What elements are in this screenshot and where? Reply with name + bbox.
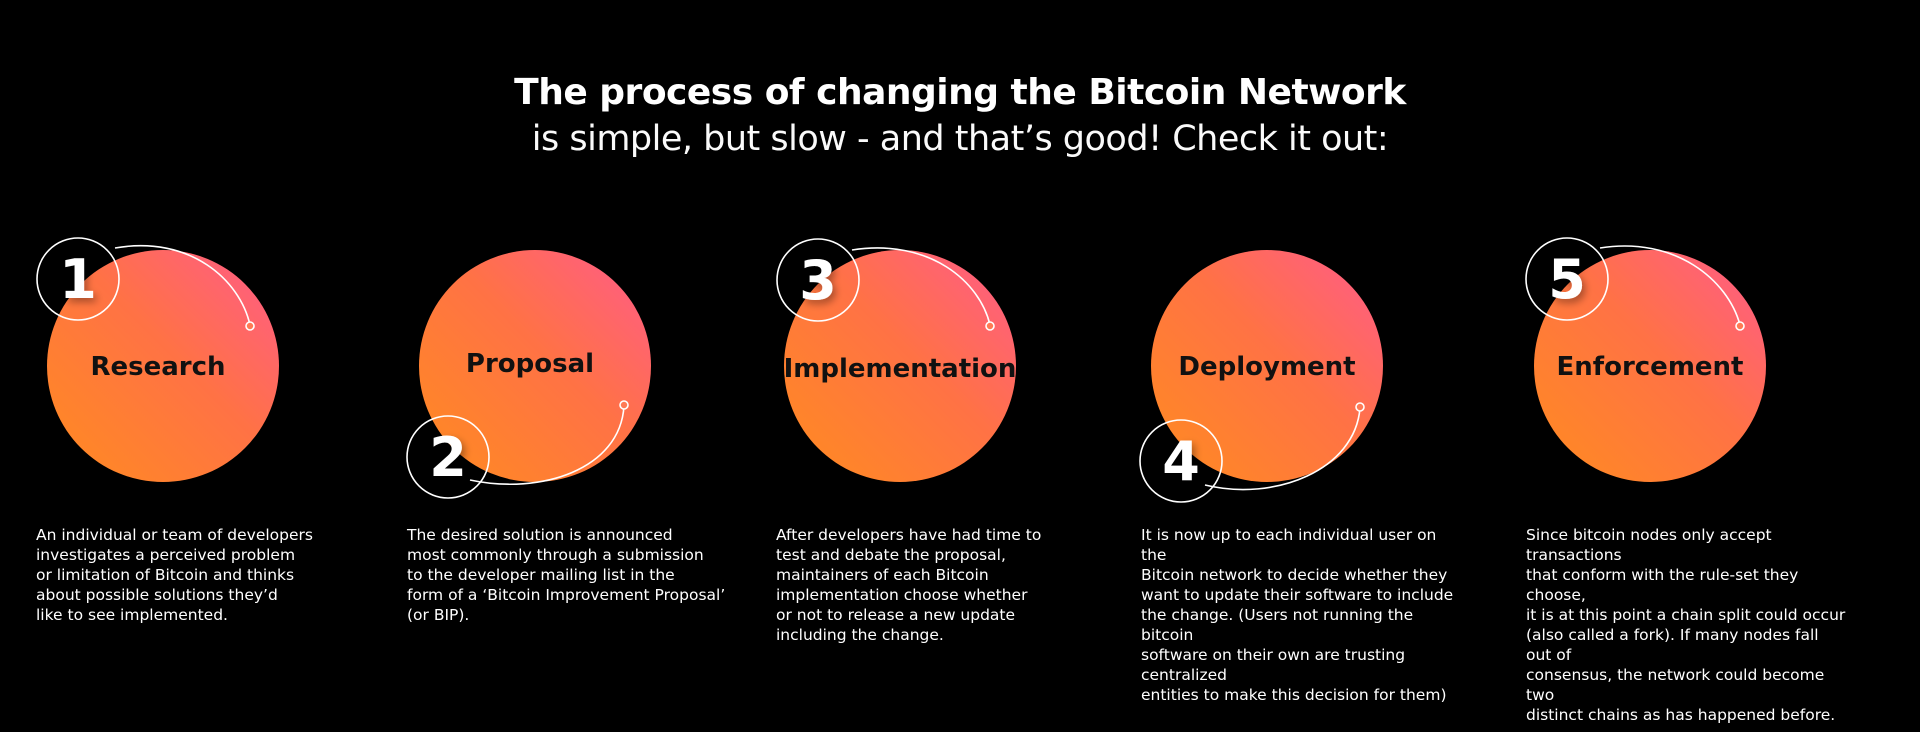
step-3: 3 Implementation — [776, 238, 1017, 482]
step-1: 1 Research — [36, 237, 279, 482]
step-3-number: 3 — [799, 249, 837, 312]
step-4-description: It is now up to each individual user on … — [1141, 526, 1454, 704]
step-4: 4 Deployment — [1139, 250, 1383, 503]
step-4-connector-dot — [1355, 402, 1365, 412]
step-5-number-ring — [1525, 237, 1609, 321]
step-2-number: 2 — [429, 426, 467, 489]
step-3-number-ring — [776, 238, 860, 322]
step-5-number: 5 — [1548, 248, 1586, 311]
step-2-connector — [469, 405, 625, 486]
step-4-connector — [1204, 407, 1361, 491]
step-5-description: Since bitcoin nodes only accept transact… — [1526, 526, 1846, 724]
page-subtitle: is simple, but slow - and that’s good! C… — [531, 119, 1389, 159]
step-1-number: 1 — [59, 248, 97, 311]
step-3-connector — [851, 247, 991, 326]
step-3-label: Implementation — [784, 354, 1017, 384]
step-1-description: An individual or team of developers inve… — [36, 526, 313, 624]
step-2-circle — [419, 250, 651, 482]
step-5-connector-dot — [1735, 321, 1745, 331]
step-3-description: After developers have had time to test a… — [776, 526, 1042, 644]
step-5-connector — [1599, 245, 1741, 326]
page-title: The process of changing the Bitcoin Netw… — [514, 72, 1406, 113]
step-5: 5 Enforcement — [1525, 237, 1766, 482]
step-1-connector-dot — [245, 321, 255, 331]
step-3-connector-dot — [985, 321, 995, 331]
step-1-circle — [47, 250, 279, 482]
step-4-circle — [1151, 250, 1383, 482]
step-5-circle — [1534, 250, 1766, 482]
step-4-label: Deployment — [1178, 352, 1355, 382]
step-5-label: Enforcement — [1557, 352, 1744, 382]
step-2-number-ring — [406, 415, 490, 499]
header: The process of changing the Bitcoin Netw… — [0, 70, 1920, 162]
step-3-circle — [784, 250, 1016, 482]
step-2-connector-dot — [619, 400, 629, 410]
step-2-description: The desired solution is announced most c… — [407, 526, 726, 624]
step-4-number-ring — [1139, 419, 1223, 503]
step-1-connector — [114, 245, 251, 326]
step-1-label: Research — [90, 352, 225, 382]
step-2: 2 Proposal — [406, 250, 651, 499]
step-2-label: Proposal — [466, 349, 594, 379]
step-1-number-ring — [36, 237, 120, 321]
step-4-number: 4 — [1162, 430, 1200, 493]
